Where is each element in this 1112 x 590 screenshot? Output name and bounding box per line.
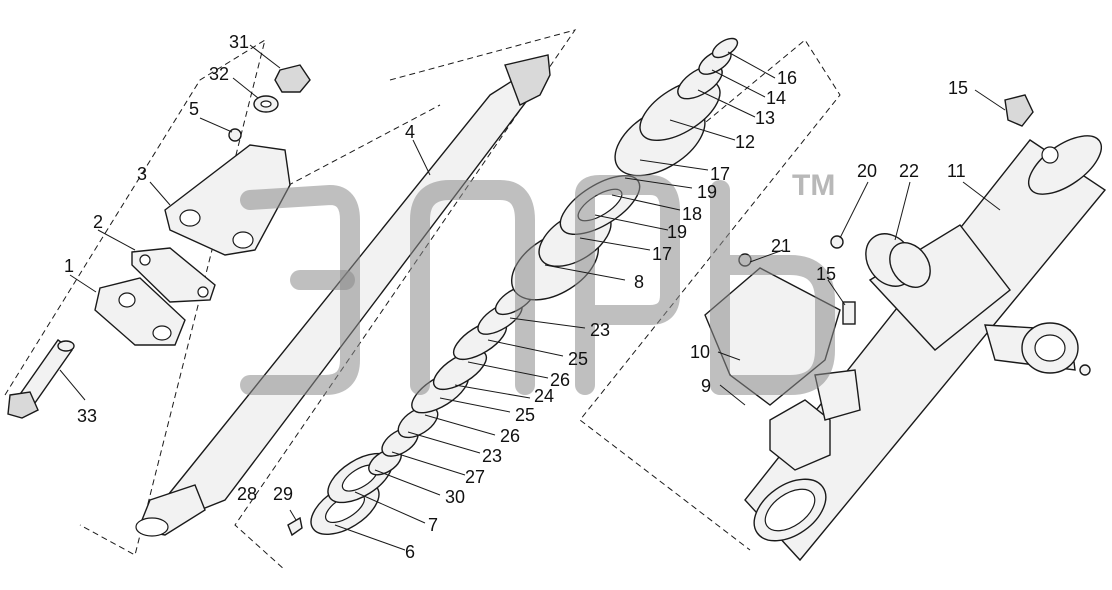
callout-32: 32: [209, 64, 229, 84]
bolt-part: [7, 339, 75, 419]
callout-4: 4: [405, 122, 415, 142]
port-adapter-part: [865, 233, 931, 288]
callout-20: 20: [857, 161, 877, 181]
grease-fitting-5: [228, 128, 242, 142]
cylinder-barrel-part: [744, 135, 1107, 562]
nut-31: [274, 64, 311, 93]
washer-32: [253, 95, 279, 113]
callout-21: 21: [771, 236, 791, 256]
callout-labels: 1 2 3 4 5 6 7 8 9 10 11 12 13 14 15 15 1…: [64, 32, 968, 562]
callout-26-upper: 26: [550, 370, 570, 390]
leader-lines: [59, 44, 1006, 551]
callout-15-side: 15: [816, 264, 836, 284]
callout-14: 14: [766, 88, 786, 108]
callout-9: 9: [701, 376, 711, 396]
plug-15-side: [842, 301, 856, 325]
brand-watermark: TM: [240, 169, 835, 395]
callout-33: 33: [77, 406, 97, 426]
callout-13: 13: [755, 108, 775, 128]
trademark-mark: TM: [792, 169, 835, 202]
callout-5: 5: [189, 99, 199, 119]
gland-part: [614, 37, 739, 177]
callout-27: 27: [465, 467, 485, 487]
callout-29: 29: [273, 484, 293, 504]
callout-1: 1: [64, 256, 74, 276]
callout-6: 6: [405, 542, 415, 562]
callout-16: 16: [777, 68, 797, 88]
callout-24: 24: [534, 386, 554, 406]
callout-8: 8: [634, 272, 644, 292]
callout-15-top: 15: [948, 78, 968, 98]
callout-30: 30: [445, 487, 465, 507]
callout-2: 2: [93, 212, 103, 232]
callout-23-upper: 23: [590, 320, 610, 340]
callout-26-lower: 26: [500, 426, 520, 446]
callout-11: 11: [947, 161, 966, 181]
callout-19-upper: 19: [697, 182, 717, 202]
callout-17-upper: 17: [710, 164, 730, 184]
clevis-bracket-part: [94, 277, 186, 346]
callout-12: 12: [735, 132, 755, 152]
callout-31: 31: [229, 32, 249, 52]
screw-29: [287, 516, 303, 537]
callout-25-upper: 25: [568, 349, 588, 369]
upper-clevis-part: [164, 144, 291, 256]
callout-10: 10: [690, 342, 710, 362]
callout-3: 3: [137, 164, 147, 184]
callout-7: 7: [428, 515, 438, 535]
callout-23-lower: 23: [482, 446, 502, 466]
callout-25-lower: 25: [515, 405, 535, 425]
plug-20: [830, 235, 844, 249]
assembly-axes: [4, 29, 841, 571]
gasket-plate-part: [131, 247, 216, 303]
callout-28: 28: [237, 484, 257, 504]
callout-17-lower: 17: [652, 244, 672, 264]
cap-15-top: [1004, 94, 1034, 127]
plug-right: [1079, 364, 1091, 376]
callout-19-lower: 19: [667, 222, 687, 242]
callout-18: 18: [682, 204, 702, 224]
callout-22: 22: [899, 161, 919, 181]
